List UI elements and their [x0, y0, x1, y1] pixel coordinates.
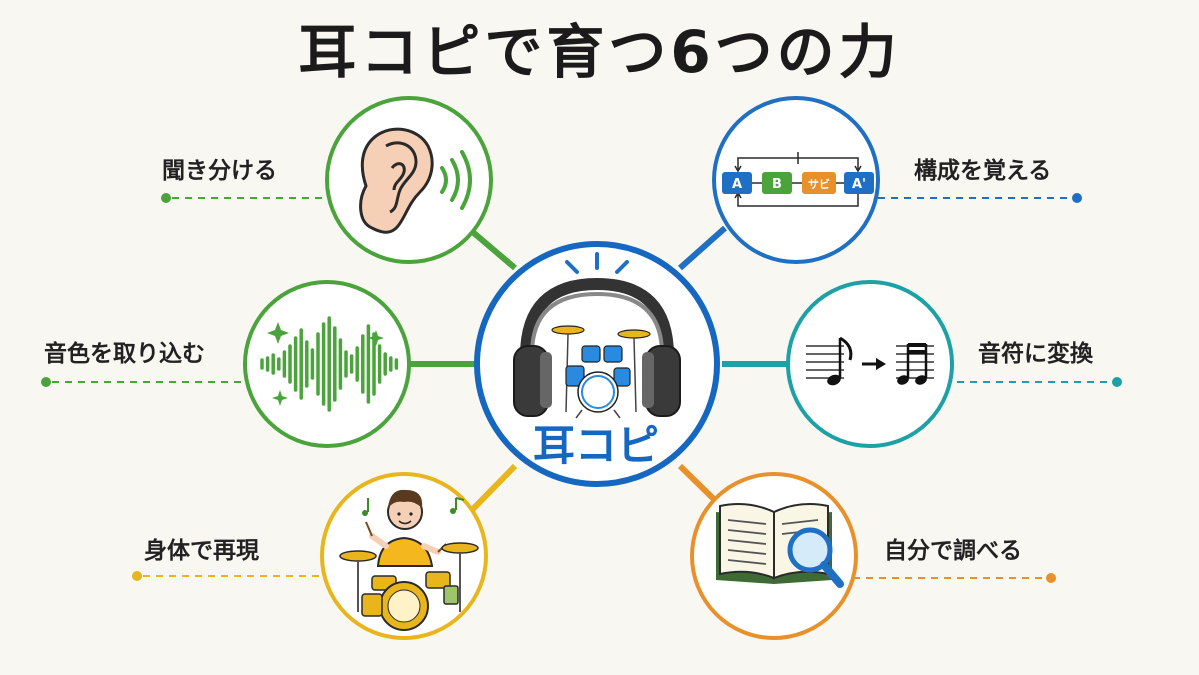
tag-a-prime-label: A' — [852, 177, 866, 192]
structure-node — [712, 96, 880, 264]
connector-structure — [678, 225, 727, 271]
skill-label-listen: 聞き分ける — [162, 158, 277, 184]
connector-listen — [466, 225, 517, 271]
skill-label-structure: 構成を覚える — [914, 158, 1052, 184]
hub-label: 耳コピ — [532, 421, 659, 470]
headphones-drums-icon — [513, 252, 681, 419]
tag-a — [722, 172, 752, 194]
tag-a-label: A — [732, 177, 742, 192]
connectors — [408, 225, 790, 513]
song-structure-icon: A B サビ A' — [722, 152, 874, 207]
emphasis-lines — [565, 252, 629, 274]
skill-label-body: 身体で再現 — [144, 538, 259, 564]
tag-sabi-label: サビ — [808, 177, 830, 191]
tag-b — [762, 172, 792, 194]
page-title: 耳コピで育つ6つの力 — [298, 18, 901, 86]
book-search-icon — [716, 503, 844, 588]
ear-icon — [359, 127, 472, 234]
skill-label-notation: 音符に変換 — [978, 341, 1093, 367]
music-notation-icon — [806, 336, 934, 386]
timbre-node — [243, 280, 411, 448]
tag-a-prime — [844, 172, 874, 194]
sparkle-icons — [267, 322, 384, 406]
tag-sabi — [802, 172, 836, 194]
skill-label-research: 自分で調べる — [884, 538, 1022, 564]
connector-body — [469, 463, 518, 513]
drummer-icon — [339, 489, 479, 631]
tag-b-label: B — [772, 177, 782, 192]
skill-label-timbre: 音色を取り込む — [44, 341, 205, 367]
waveform-icon — [260, 316, 399, 412]
leader-lines — [41, 193, 1122, 583]
